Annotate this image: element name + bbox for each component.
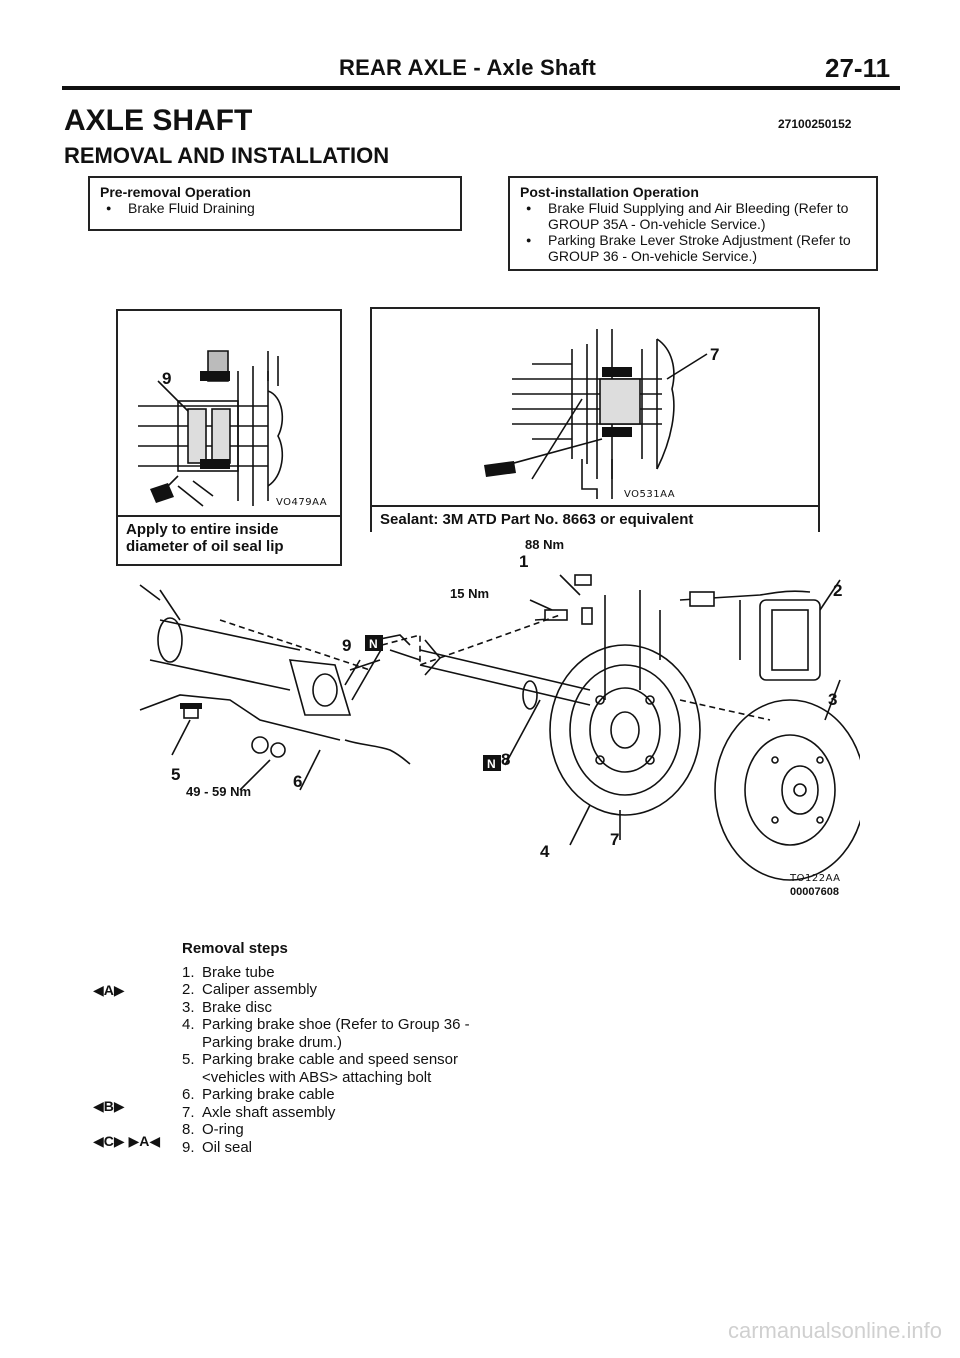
drawing-number: 00007608 — [790, 886, 839, 898]
label-9: 9 — [342, 636, 352, 655]
step-item: 5.Parking brake cable and speed sensor <… — [182, 1051, 458, 1086]
pre-removal-box: Pre-removal Operation Brake Fluid Draini… — [88, 176, 462, 231]
oil-seal-detail-figure: 9 VO479AA Apply to entire inside diamete… — [116, 309, 342, 566]
page-number: 27-11 — [825, 53, 891, 83]
step-item: 2.Caliper assembly — [182, 981, 318, 998]
svg-text:N: N — [369, 637, 378, 651]
label-4: 4 — [540, 842, 550, 861]
label-5: 5 — [171, 765, 181, 784]
label-7: 7 — [610, 830, 620, 849]
step-item: 4.Parking brake shoe (Refer to Group 36 … — [182, 1016, 470, 1051]
step-item: 6.Parking brake cable — [182, 1086, 335, 1103]
step-item: 3.Brake disc — [182, 998, 273, 1016]
header-rule — [62, 86, 900, 90]
step-item: 8.O-ring — [182, 1121, 244, 1138]
post-installation-box: Post-installation Operation Brake Fluid … — [508, 176, 878, 271]
service-marker-b: ◀B▶ — [93, 1098, 125, 1114]
service-marker-a: ◀A▶ — [93, 982, 125, 998]
oil-seal-detail-drawing — [138, 350, 284, 507]
sealant-detail-figure: 7 VO531AA Sealant: 3M ATD Part No. 8663 … — [370, 307, 820, 532]
document-id: 27100250152 — [778, 117, 852, 131]
label-8: 8 — [501, 750, 511, 769]
post-installation-item: Brake Fluid Supplying and Air Bleeding (… — [520, 200, 866, 232]
service-marker-c: ◀C▶ ▶A◀ — [93, 1133, 161, 1149]
callout-7: 7 — [710, 345, 720, 364]
sealant-caption: Sealant: 3M ATD Part No. 8663 or equival… — [372, 505, 818, 532]
post-installation-title: Post-installation Operation — [520, 184, 699, 200]
torque-49-59: 49 - 59 Nm — [186, 784, 252, 799]
section-header: REAR AXLE - Axle Shaft — [339, 55, 597, 80]
main-part-code: TO122AA — [790, 873, 841, 884]
page-subtitle: REMOVAL AND INSTALLATION — [64, 143, 390, 168]
label-3: 3 — [828, 690, 838, 709]
label-2: 2 — [833, 581, 843, 600]
step-item: 9.Oil seal — [182, 1138, 253, 1156]
svg-text:N: N — [487, 757, 496, 771]
pre-removal-title: Pre-removal Operation — [100, 184, 251, 200]
pre-removal-item: Brake Fluid Draining — [100, 200, 450, 216]
step-item: 1.Brake tube — [182, 963, 275, 981]
oil-seal-caption: Apply to entire inside diameter of oil s… — [118, 515, 340, 559]
part-code: VO479AA — [276, 497, 328, 508]
part-code: VO531AA — [624, 489, 676, 500]
post-installation-item: Parking Brake Lever Stroke Adjustment (R… — [520, 232, 866, 264]
sealant-detail-drawing — [484, 329, 708, 499]
callout-9: 9 — [162, 369, 172, 388]
watermark: carmanualsonline.info — [727, 1318, 942, 1343]
page-title: AXLE SHAFT — [64, 104, 253, 137]
removal-steps-title: Removal steps — [182, 940, 288, 957]
label-6: 6 — [293, 772, 303, 791]
exploded-view-drawing: N N — [139, 574, 860, 881]
removal-steps: Removal steps 1.Brake tube 2.Caliper ass… — [182, 940, 482, 1156]
step-item: 7.Axle shaft assembly — [182, 1103, 336, 1121]
label-1: 1 — [519, 552, 529, 571]
torque-15: 15 Nm — [450, 586, 490, 601]
torque-88: 88 Nm — [525, 537, 565, 552]
